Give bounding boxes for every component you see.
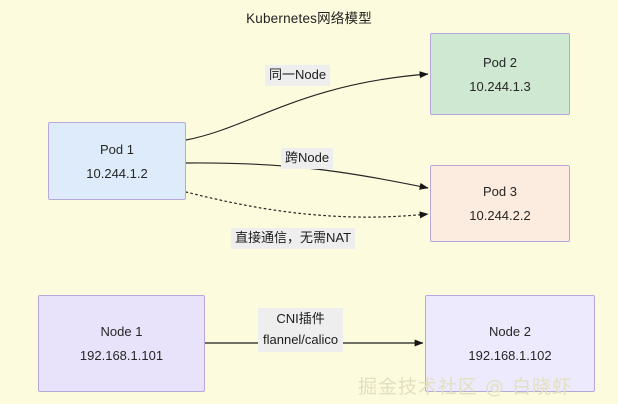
edge-label-direct-no-nat: 直接通信，无需NAT (231, 228, 356, 249)
edge-label-cni-plugin: CNI插件 flannel/calico (258, 308, 344, 352)
node-node1[interactable]: Node 1 192.168.1.101 (38, 295, 205, 392)
edge-pod1-to-pod3 (185, 162, 429, 190)
node-pod2-title: Pod 2 (483, 54, 517, 70)
edge-label-same-node: 同一Node (265, 65, 331, 86)
edge-label-cni-line2: flannel/calico (263, 331, 339, 347)
node-pod3-ip: 10.244.2.2 (469, 208, 531, 223)
node-node1-ip: 192.168.1.101 (79, 348, 164, 363)
edge-pod1-to-pod2 (185, 71, 429, 141)
node-node2-ip: 192.168.1.102 (468, 348, 552, 363)
node-pod2-ip: 10.244.1.3 (469, 78, 531, 94)
node-pod3-title: Pod 3 (483, 184, 517, 199)
node-pod1[interactable]: Pod 1 10.244.1.2 (48, 122, 186, 200)
watermark: 掘金技术社区 @ 白晓虾 (358, 376, 573, 398)
node-node2[interactable]: Node 2 192.168.1.102 (425, 295, 595, 392)
edge-label-cni-line1: CNI插件 (276, 311, 325, 326)
node-pod1-title: Pod 1 (100, 141, 134, 157)
edge-pod1-to-pod3-direct (185, 191, 429, 219)
page-title: Kubernetes网络模型 (246, 11, 372, 26)
node-node1-title: Node 1 (100, 324, 143, 339)
node-pod2[interactable]: Pod 2 10.244.1.3 (430, 33, 570, 115)
node-pod3[interactable]: Pod 3 10.244.2.2 (430, 165, 570, 242)
node-node2-title: Node 2 (489, 324, 531, 339)
edge-label-cross-node: 跨Node (281, 148, 334, 169)
node-pod1-ip: 10.244.1.2 (86, 165, 148, 181)
